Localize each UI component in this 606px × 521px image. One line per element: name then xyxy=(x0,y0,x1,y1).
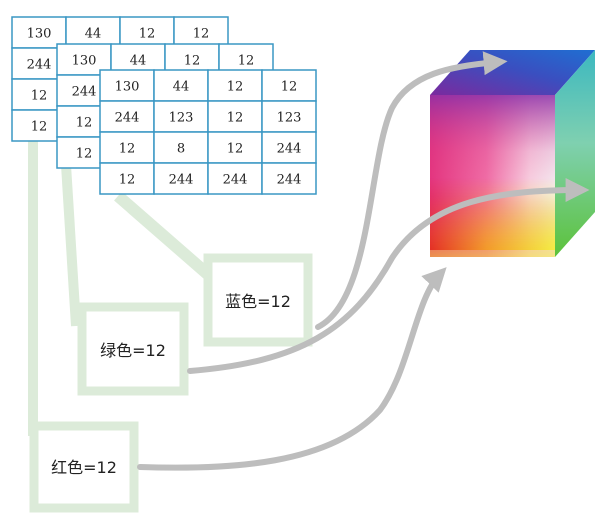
matrix-cell-value: 12 xyxy=(119,173,136,188)
matrix-front: 130 44 12 12 244 123 12 123 12 8 12 244 12 244 244 244 xyxy=(99,69,317,195)
matrix-cell-value: 123 xyxy=(277,111,302,126)
rgb-color-cube xyxy=(430,50,595,257)
matrix-cell-value: 44 xyxy=(85,27,102,42)
matrix-cell-value: 244 xyxy=(277,173,302,188)
matrix-cell xyxy=(207,162,263,195)
matrix-cell-value: 44 xyxy=(130,54,147,69)
green-arrow xyxy=(187,178,590,374)
matrix-cell-value: 130 xyxy=(115,80,140,95)
matrix-cell-value: 12 xyxy=(227,142,244,157)
green-label: 绿色=12 xyxy=(100,341,166,360)
matrix-cell-value: 12 xyxy=(184,54,201,69)
cube-front-bottom xyxy=(430,95,555,257)
blue-arrow xyxy=(315,51,508,330)
matrix-cell xyxy=(207,131,263,164)
matrix-cell-value: 244 xyxy=(27,58,52,73)
matrix-cell xyxy=(153,162,209,195)
matrix-cell xyxy=(99,131,155,164)
matrix-cell-value: 244 xyxy=(277,142,302,157)
green-label-box xyxy=(77,302,189,396)
blue-label-box xyxy=(203,253,313,347)
matrix-cell-value: 12 xyxy=(193,27,210,42)
label-boxes: 蓝色=12 绿色=12 红色=12 xyxy=(29,253,313,513)
connector-lines xyxy=(28,140,216,436)
blue-connector xyxy=(114,191,216,283)
matrix-cell xyxy=(173,16,229,49)
matrix-cell xyxy=(11,16,67,49)
matrix-cell-value: 12 xyxy=(281,80,298,95)
matrix-cell-value: 244 xyxy=(72,85,97,100)
matrix-cell-value: 12 xyxy=(31,120,48,135)
matrix-cell-value: 44 xyxy=(173,80,190,95)
matrix-cell-value: 12 xyxy=(119,142,136,157)
matrix-cell-value: 8 xyxy=(177,142,185,157)
cube-top-face xyxy=(430,50,595,95)
red-label-box xyxy=(29,421,139,513)
matrix-cell-value: 12 xyxy=(139,27,156,42)
matrix-cell-value: 12 xyxy=(238,54,255,69)
matrix-cell-value: 244 xyxy=(115,111,140,126)
matrix-cell-value: 12 xyxy=(31,89,48,104)
red-label: 红色=12 xyxy=(51,458,117,477)
green-connector xyxy=(61,164,81,327)
matrix-cell-value: 12 xyxy=(76,116,93,131)
matrix-cell xyxy=(261,162,317,195)
matrix-cell xyxy=(153,131,209,164)
red-arrow xyxy=(137,267,447,471)
blue-label: 蓝色=12 xyxy=(225,292,291,311)
matrix-cell-value: 130 xyxy=(27,27,52,42)
matrix-cell-value: 130 xyxy=(72,54,97,69)
matrix-cell-value: 12 xyxy=(227,80,244,95)
matrix-cell xyxy=(119,16,175,49)
matrix-cell-value: 12 xyxy=(227,111,244,126)
matrix-cell-value: 244 xyxy=(169,173,194,188)
matrix-cell-value: 12 xyxy=(76,147,93,162)
cube-side-face xyxy=(555,50,595,257)
matrix-cell-value: 123 xyxy=(169,111,194,126)
arrows xyxy=(137,51,590,471)
matrix-cell-value: 244 xyxy=(223,173,248,188)
